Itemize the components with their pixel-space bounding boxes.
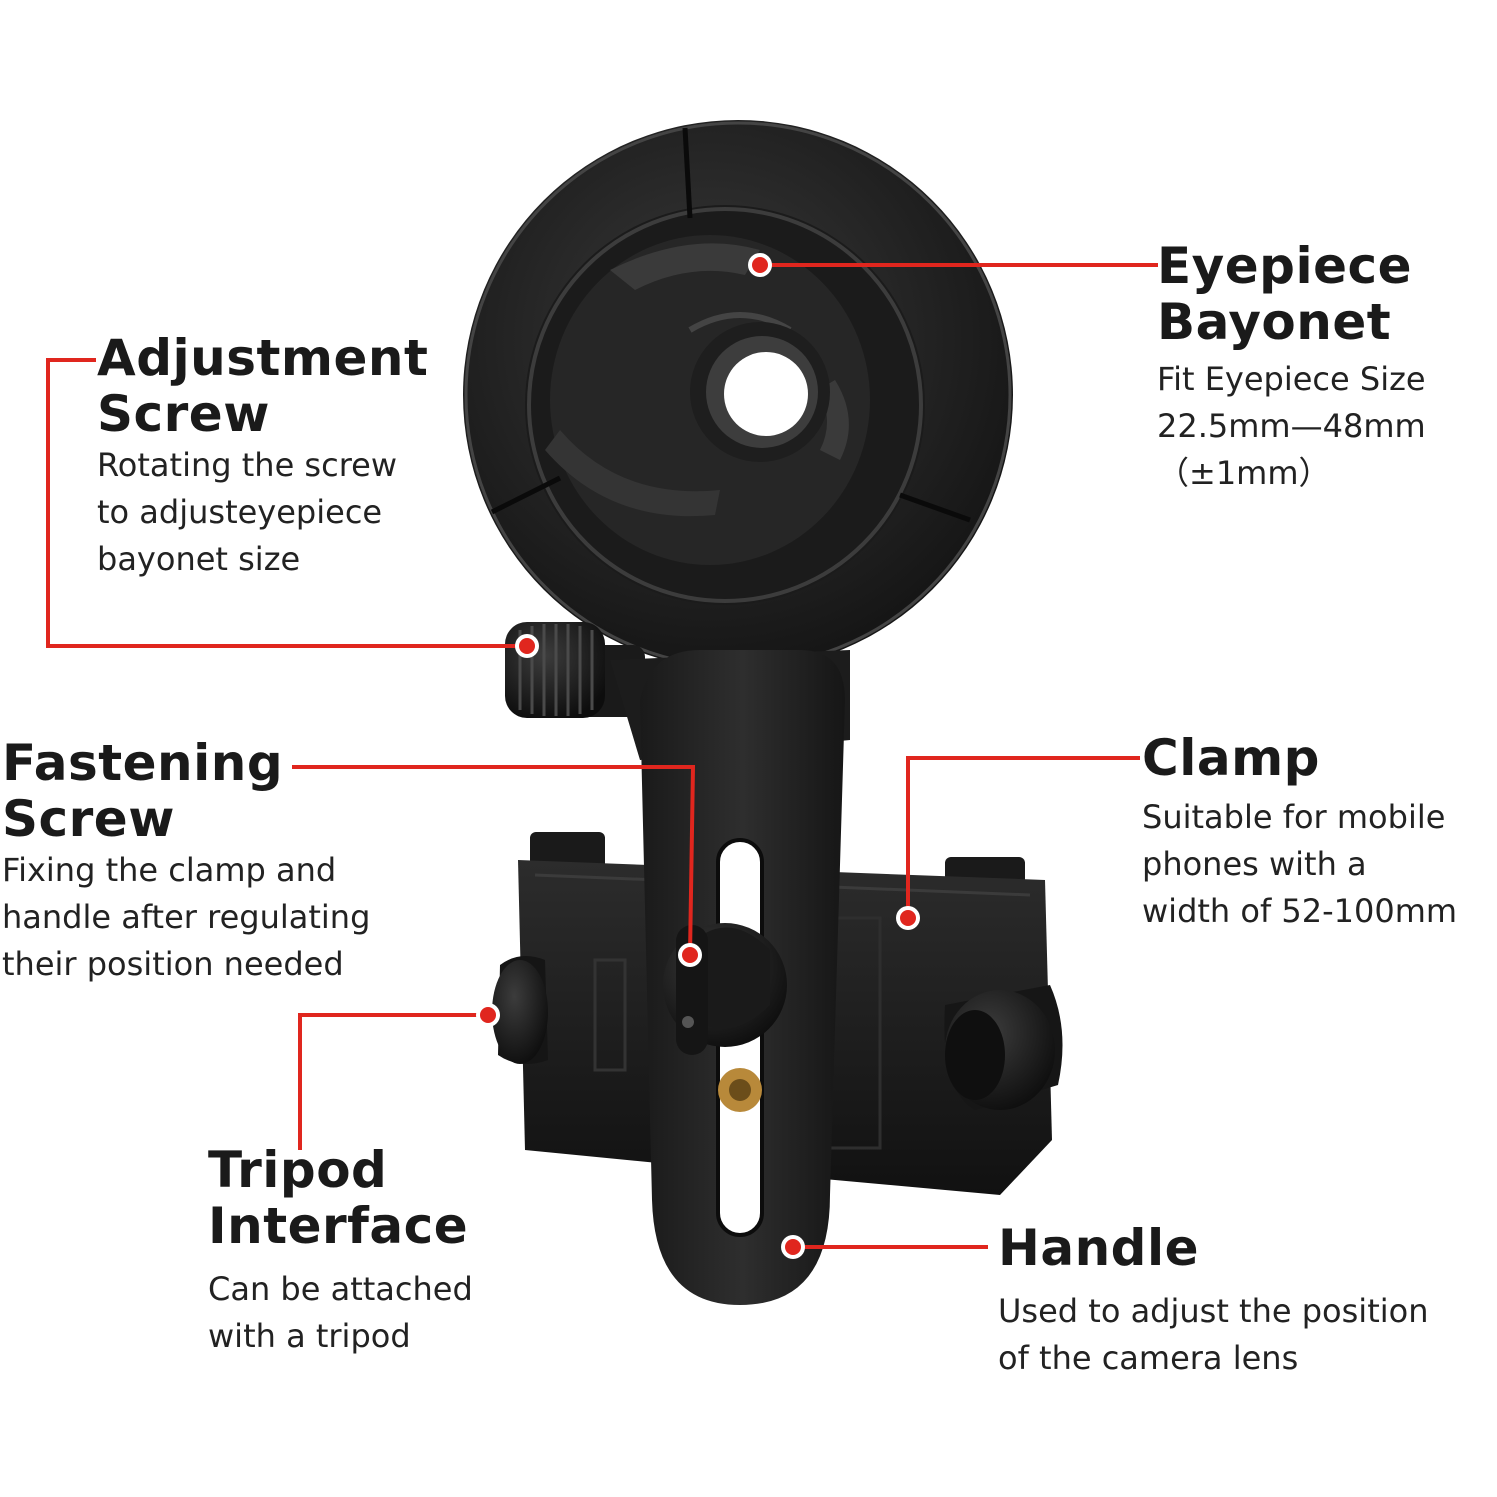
adjustment-desc-line-2: to adjusteyepiece <box>97 493 383 531</box>
label-handle: Handle Used to adjust the position of th… <box>998 1220 1428 1382</box>
fastening-title-line-1: Fastening <box>2 734 284 792</box>
clamp-desc-line-2: phones with a <box>1142 845 1367 883</box>
clamp-title: Clamp <box>1142 730 1457 786</box>
adjustment-description: Rotating the screw to adjusteyepiece bay… <box>97 442 428 583</box>
label-eyepiece-bayonet: Eyepiece Bayonet Fit Eyepiece Size 22.5m… <box>1157 238 1426 497</box>
clamp-desc-line-3: width of 52-100mm <box>1142 892 1458 930</box>
eyepiece-bayonet-ring <box>463 120 1013 670</box>
fastening-description: Fixing the clamp and handle after regula… <box>2 847 370 988</box>
adjustment-title: Adjustment Screw <box>97 330 428 442</box>
clamp-desc-line-1: Suitable for mobile <box>1142 798 1446 836</box>
label-fastening-screw: Fastening Screw Fixing the clamp and han… <box>2 735 370 988</box>
handle-description: Used to adjust the position of the camer… <box>998 1288 1428 1382</box>
label-clamp: Clamp Suitable for mobile phones with a … <box>1142 730 1457 935</box>
tripod-description: Can be attached with a tripod <box>208 1266 473 1360</box>
fastening-desc-line-2: handle after regulating <box>2 898 371 936</box>
adjustment-desc-line-1: Rotating the screw <box>97 446 397 484</box>
fastening-title: Fastening Screw <box>2 735 370 847</box>
eyepiece-desc-line-3: （±1mm） <box>1157 454 1331 492</box>
tripod-desc-line-2: with a tripod <box>208 1317 411 1355</box>
clamp-title-line-1: Clamp <box>1142 729 1320 787</box>
eyepiece-title-line-1: Eyepiece <box>1157 237 1413 295</box>
handle-title-line-1: Handle <box>998 1219 1200 1277</box>
eyepiece-desc-line-1: Fit Eyepiece Size <box>1157 360 1426 398</box>
tripod-title-line-1: Tripod <box>208 1141 388 1199</box>
label-tripod-interface: Tripod Interface Can be attached with a … <box>208 1142 473 1360</box>
clamp-description: Suitable for mobile phones with a width … <box>1142 794 1457 935</box>
eyepiece-title: Eyepiece Bayonet <box>1157 238 1426 350</box>
eyepiece-title-line-2: Bayonet <box>1157 293 1392 351</box>
adjustment-title-line-1: Adjustment <box>97 329 429 387</box>
adjustment-title-line-2: Screw <box>97 385 270 443</box>
tripod-desc-line-1: Can be attached <box>208 1270 473 1308</box>
tripod-title: Tripod Interface <box>208 1142 473 1254</box>
adjustment-desc-line-3: bayonet size <box>97 540 301 578</box>
fastening-title-line-2: Screw <box>2 790 175 848</box>
handle-title: Handle <box>998 1220 1428 1276</box>
fastening-desc-line-1: Fixing the clamp and <box>2 851 337 889</box>
eyepiece-description: Fit Eyepiece Size 22.5mm—48mm （±1mm） <box>1157 356 1426 497</box>
handle-desc-line-1: Used to adjust the position <box>998 1292 1429 1330</box>
label-adjustment-screw: Adjustment Screw Rotating the screw to a… <box>97 330 428 583</box>
handle-desc-line-2: of the camera lens <box>998 1339 1299 1377</box>
fastening-desc-line-3: their position needed <box>2 945 344 983</box>
eyepiece-desc-line-2: 22.5mm—48mm <box>1157 407 1426 445</box>
tripod-title-line-2: Interface <box>208 1197 469 1255</box>
